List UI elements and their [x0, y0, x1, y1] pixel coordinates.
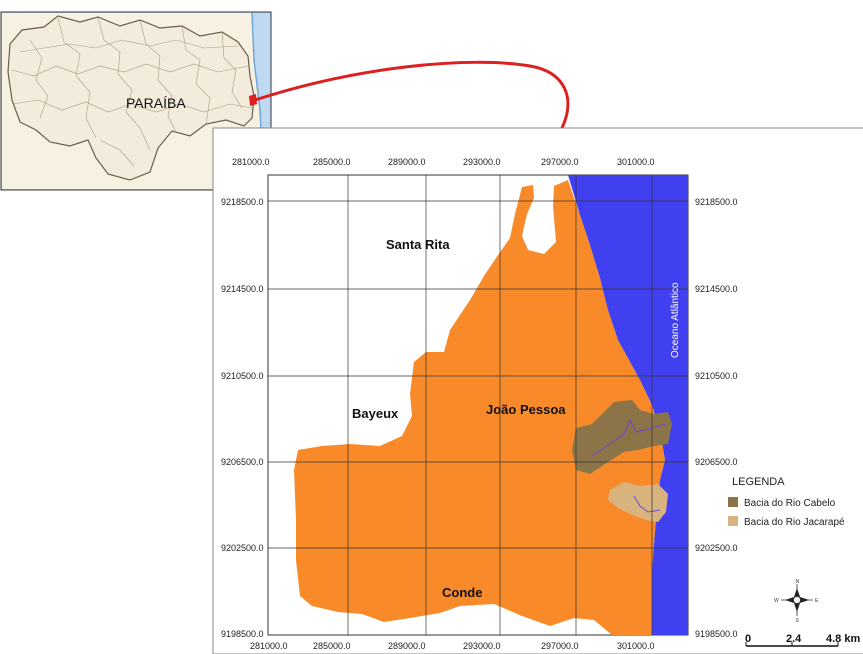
place-label-santa-rita: Santa Rita [386, 237, 450, 252]
inset-state-shape [7, 15, 255, 181]
legend-swatch-jacarape [728, 516, 738, 526]
scale-bar: 0 2.4 4.8 km [745, 633, 860, 647]
x-tick-bottom: 297000.0 [541, 641, 579, 651]
y-tick-left: 9218500.0 [221, 197, 264, 207]
y-tick-left: 9210500.0 [221, 371, 264, 381]
x-ticks-bottom: 281000.0 285000.0 289000.0 293000.0 2970… [250, 641, 655, 651]
x-tick-top: 285000.0 [313, 157, 351, 167]
y-tick-right: 9218500.0 [695, 197, 738, 207]
y-tick-left: 9202500.0 [221, 543, 264, 553]
x-tick-bottom: 301000.0 [617, 641, 655, 651]
main-map: 281000.0 285000.0 289000.0 293000.0 2970… [212, 127, 863, 654]
basin-rio-cabelo [572, 400, 672, 474]
y-tick-right: 9214500.0 [695, 284, 738, 294]
compass-s: S [796, 618, 800, 624]
compass-n: N [796, 579, 800, 585]
y-tick-left: 9198500.0 [221, 629, 264, 639]
x-tick-bottom: 285000.0 [313, 641, 351, 651]
x-tick-top: 293000.0 [463, 157, 501, 167]
y-ticks-left: 9218500.0 9214500.0 9210500.0 9206500.0 … [221, 197, 264, 639]
y-ticks-right: 9218500.0 9214500.0 9210500.0 9206500.0 … [695, 197, 738, 639]
compass-e: E [815, 598, 819, 604]
y-tick-right: 9202500.0 [695, 543, 738, 553]
y-tick-right: 9198500.0 [695, 629, 738, 639]
legend-item-label: Bacia do Rio Cabelo [744, 498, 836, 509]
scale-label-mid: 2.4 [786, 633, 802, 645]
x-tick-top: 301000.0 [617, 157, 655, 167]
municipality-joao-pessoa [294, 180, 665, 635]
scale-label-0: 0 [745, 633, 751, 645]
compass-w: W [774, 598, 779, 604]
place-label-bayeux: Bayeux [352, 406, 399, 421]
connector-line [254, 60, 570, 129]
x-tick-bottom: 289000.0 [388, 641, 426, 651]
y-tick-right: 9206500.0 [695, 457, 738, 467]
grid-lines [268, 175, 688, 635]
y-tick-left: 9214500.0 [221, 284, 264, 294]
legend: LEGENDA Bacia do Rio Cabelo Bacia do Rio… [728, 476, 845, 528]
legend-swatch-cabelo [728, 497, 738, 507]
scale-label-end: 4.8 km [826, 633, 860, 645]
place-label-joao-pessoa: João Pessoa [486, 402, 566, 417]
y-tick-left: 9206500.0 [221, 457, 264, 467]
x-tick-top: 289000.0 [388, 157, 426, 167]
place-label-conde: Conde [442, 585, 482, 600]
legend-item-label: Bacia do Rio Jacarapé [744, 517, 845, 528]
x-ticks-top: 281000.0 285000.0 289000.0 293000.0 2970… [232, 157, 655, 167]
inset-state-label: PARAÍBA [126, 95, 186, 111]
y-tick-right: 9210500.0 [695, 371, 738, 381]
x-tick-top: 281000.0 [232, 157, 270, 167]
inset-map: PARAÍBA [0, 11, 272, 191]
compass-rose-icon: N S E W [774, 579, 819, 624]
legend-title: LEGENDA [732, 476, 785, 488]
river-rio-jacarape [633, 495, 661, 513]
x-tick-bottom: 281000.0 [250, 641, 288, 651]
x-tick-top: 297000.0 [541, 157, 579, 167]
ocean-label: Oceano Atlântico [670, 282, 681, 358]
inset-municipal-boundaries [11, 17, 253, 167]
x-tick-bottom: 293000.0 [463, 641, 501, 651]
inset-location-marker [249, 94, 257, 106]
